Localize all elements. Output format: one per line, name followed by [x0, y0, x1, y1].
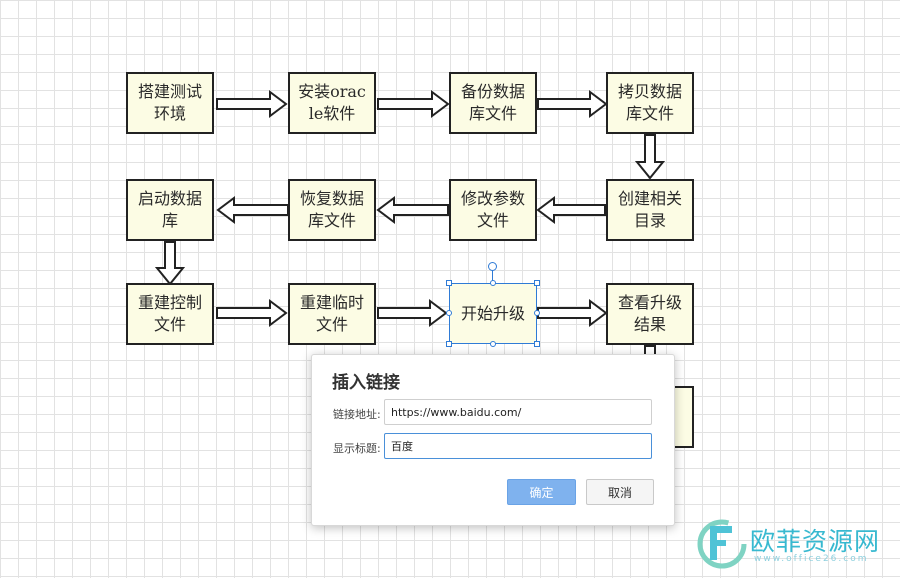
resize-handle-w[interactable]	[446, 310, 452, 316]
arrow-1-2	[216, 90, 288, 118]
flow-node-5[interactable]: 创建相关目录	[606, 179, 694, 241]
flow-node-3[interactable]: 备份数据库文件	[449, 72, 537, 134]
flow-node-11-selected[interactable]: 开始升级	[449, 283, 537, 344]
arrow-5-6	[536, 196, 606, 224]
arrow-3-4	[537, 90, 608, 118]
flow-node-6-label: 修改参数文件	[460, 189, 525, 230]
flow-node-4[interactable]: 拷贝数据库文件	[606, 72, 694, 134]
flow-node-8-label: 启动数据库	[137, 189, 202, 230]
watermark-text: 欧菲资源网	[750, 527, 881, 556]
flow-node-6[interactable]: 修改参数文件	[449, 179, 537, 241]
arrow-10-11	[377, 299, 448, 327]
flow-node-1[interactable]: 搭建测试环境	[126, 72, 214, 134]
arrow-8-9	[154, 241, 186, 286]
flow-node-2[interactable]: 安装oracle软件	[288, 72, 376, 134]
display-title-label: 显示标题:	[333, 442, 381, 455]
flow-node-2-label: 安装oracle软件	[298, 82, 366, 123]
flow-node-1-label: 搭建测试环境	[137, 82, 202, 123]
resize-handle-sw[interactable]	[446, 341, 452, 347]
rotate-connector	[492, 270, 493, 283]
flow-node-12[interactable]: 查看升级结果	[606, 283, 694, 345]
resize-handle-ne[interactable]	[534, 280, 540, 286]
cancel-button[interactable]: 取消	[586, 479, 654, 505]
watermark-url: www.office26.com	[754, 554, 869, 564]
flow-node-7-label: 恢复数据库文件	[299, 189, 364, 230]
flow-node-10[interactable]: 重建临时文件	[288, 283, 376, 345]
arrow-6-7	[376, 196, 449, 224]
resize-handle-s[interactable]	[490, 341, 496, 347]
resize-handle-nw[interactable]	[446, 280, 452, 286]
flow-node-4-label: 拷贝数据库文件	[617, 82, 682, 123]
flow-node-3-label: 备份数据库文件	[460, 82, 525, 123]
flow-node-12-label: 查看升级结果	[617, 293, 682, 334]
arrow-11-12	[537, 299, 608, 327]
arrow-4-5	[634, 134, 666, 180]
flow-node-5-label: 创建相关目录	[617, 189, 682, 230]
flow-node-9-label: 重建控制文件	[137, 293, 202, 334]
arrow-9-10	[216, 299, 288, 327]
url-label: 链接地址:	[333, 408, 381, 421]
arrow-7-8	[216, 196, 289, 224]
watermark: 欧菲资源网 www.office26.com	[696, 516, 896, 572]
display-title-input[interactable]	[384, 433, 652, 459]
watermark-logo-icon	[697, 519, 747, 569]
flow-node-10-label: 重建临时文件	[299, 293, 364, 334]
insert-link-dialog: 插入链接 链接地址: 显示标题: 确定 取消	[311, 354, 675, 526]
arrow-2-3	[377, 90, 450, 118]
resize-handle-e[interactable]	[534, 310, 540, 316]
resize-handle-se[interactable]	[534, 341, 540, 347]
resize-handle-n[interactable]	[490, 280, 496, 286]
url-input[interactable]	[384, 399, 652, 425]
ok-button[interactable]: 确定	[507, 479, 576, 505]
flow-node-11-label: 开始升级	[460, 303, 525, 323]
flow-node-8[interactable]: 启动数据库	[126, 179, 214, 241]
flow-node-7[interactable]: 恢复数据库文件	[288, 179, 376, 241]
dialog-title: 插入链接	[332, 373, 400, 393]
flow-node-9[interactable]: 重建控制文件	[126, 283, 214, 345]
rotate-handle[interactable]	[488, 262, 497, 271]
